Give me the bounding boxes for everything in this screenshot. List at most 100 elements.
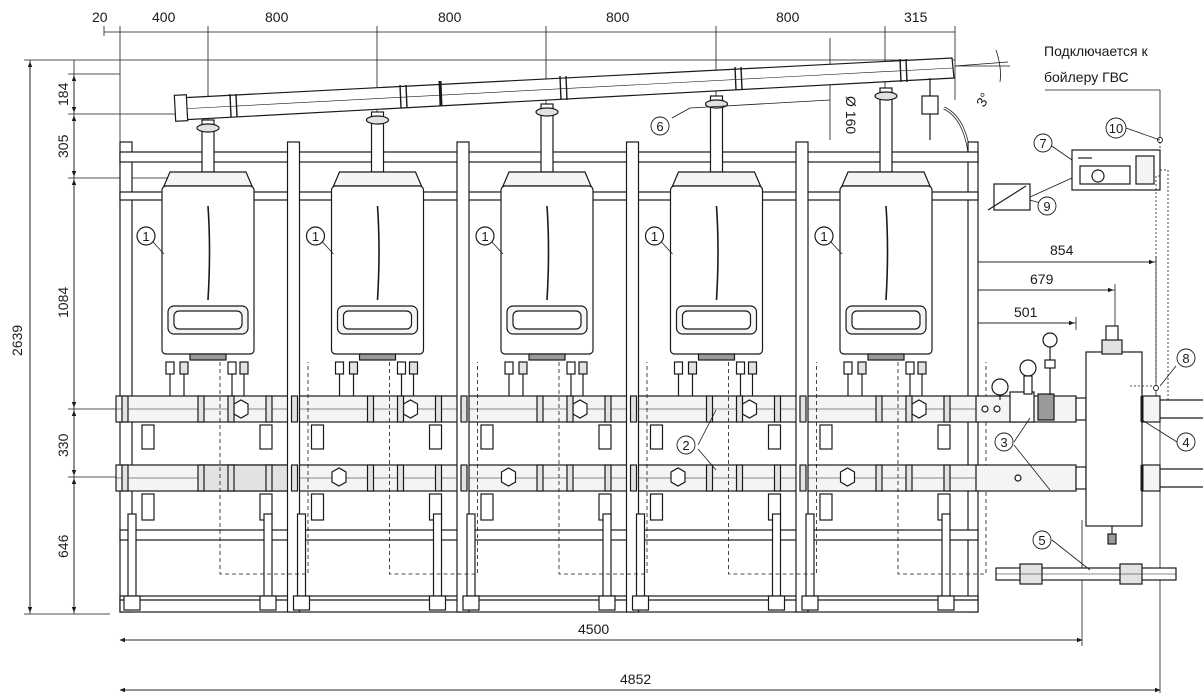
dashed-line <box>219 362 309 575</box>
slope-mark <box>954 49 1010 83</box>
boiler-valve <box>735 361 746 375</box>
callout-1-leader <box>152 241 165 255</box>
dashed-line <box>728 362 817 575</box>
flue-pipe <box>173 57 972 161</box>
dim-left-330: 330 <box>55 433 71 457</box>
signal-wires <box>1130 140 1169 400</box>
boiler-display-inner <box>342 310 413 330</box>
callout-10: 10 <box>1109 121 1123 136</box>
boiler-base <box>697 353 736 361</box>
boiler-groove <box>885 205 889 301</box>
flue-collar <box>196 123 220 133</box>
boiler-cap <box>332 171 423 187</box>
boiler-unit: 1 <box>460 103 686 611</box>
callout-4: 4 <box>1182 435 1189 450</box>
frame-leg <box>263 513 273 597</box>
dim-bottom-4500: 4500 <box>578 621 609 637</box>
right-dimension-labels: 854 679 501 <box>1014 242 1074 320</box>
callout-1-circle <box>305 226 326 246</box>
boiler-valve <box>239 361 249 375</box>
collector-flange <box>434 464 443 492</box>
collector-flange <box>604 464 612 492</box>
dim-top-5: 800 <box>606 9 630 25</box>
boiler-valve <box>518 361 528 375</box>
collector-flange <box>905 395 913 423</box>
controller <box>1071 149 1161 191</box>
callout-2: 2 <box>682 438 689 453</box>
flue-diameter-label: Ø 160 <box>843 96 859 134</box>
pump-group <box>975 332 1087 492</box>
flue-collar <box>365 115 390 125</box>
collector-flange <box>905 464 913 492</box>
collector-bracket <box>649 424 664 450</box>
collector-flange <box>943 395 951 423</box>
top-dimension-labels: 20 400 800 800 800 800 315 <box>92 9 928 25</box>
dimension-arrows <box>27 61 1161 693</box>
boiler-groove <box>715 205 719 301</box>
callout-1-circle <box>475 226 495 246</box>
boiler-valve <box>747 361 758 375</box>
boiler-valve <box>348 361 359 375</box>
flue-slope-label: 3° <box>973 90 994 110</box>
boiler-valve <box>408 361 419 375</box>
frame-post <box>625 141 640 613</box>
collector-flange <box>290 395 299 423</box>
boiler-unit: 1 <box>629 95 856 611</box>
callout-1-circle <box>814 226 834 246</box>
boiler-valve <box>687 361 698 375</box>
boiler-groove <box>546 205 550 301</box>
dim-right-679: 679 <box>1030 271 1054 287</box>
callout-9: 9 <box>1043 199 1050 214</box>
boiler-base <box>358 353 397 361</box>
collector-fitting <box>331 467 347 487</box>
frame-foot <box>937 595 955 611</box>
collector-bracket <box>259 424 273 450</box>
collector-flange <box>799 464 807 492</box>
dim-left-184: 184 <box>55 82 71 106</box>
callout-1: 1 <box>820 229 827 244</box>
collector-bracket <box>819 493 833 521</box>
boiler-valve <box>917 361 927 375</box>
dashed-line <box>389 362 478 575</box>
boiler-unit: 1 <box>290 111 517 611</box>
frame-foot <box>259 595 277 611</box>
boiler-cap <box>163 171 253 187</box>
collector-flange <box>434 395 443 423</box>
boiler-base <box>867 353 905 361</box>
collector-flange <box>265 395 273 423</box>
boiler-cap <box>841 171 931 187</box>
frame-post <box>456 141 470 613</box>
collector-flange <box>735 395 744 423</box>
collector-bracket <box>819 424 833 450</box>
dim-left-1084: 1084 <box>55 287 71 318</box>
bottom-dimension-labels: 4500 4852 <box>578 621 651 687</box>
frame-post <box>286 141 301 613</box>
collector-flange <box>460 395 468 423</box>
boiler-valve <box>334 361 345 375</box>
collector-bracket <box>480 424 494 450</box>
callout-1-circle <box>644 226 665 246</box>
collector-bracket <box>480 493 494 521</box>
collector-bracket <box>310 424 325 450</box>
frame-foot <box>462 595 480 611</box>
collector-flange <box>735 464 744 492</box>
boiler-display-inner <box>681 310 752 330</box>
boiler-display-inner <box>512 310 582 330</box>
collector-flange <box>773 395 782 423</box>
frame-leg <box>296 513 307 597</box>
collector-flange <box>705 464 714 492</box>
dashed-line <box>558 362 648 575</box>
collector-flange <box>566 395 574 423</box>
collector-bracket <box>598 424 612 450</box>
callout-6: 6 <box>656 119 663 134</box>
left-dimension-labels: 184 305 1084 330 646 2639 <box>9 82 71 558</box>
boiler-valve <box>673 361 684 375</box>
callout-1-leader <box>322 241 334 255</box>
collector-flange <box>121 395 129 423</box>
callout-8: 8 <box>1182 351 1189 366</box>
collector-flange <box>536 464 544 492</box>
collector-flange <box>290 464 299 492</box>
collector-flange <box>536 395 544 423</box>
